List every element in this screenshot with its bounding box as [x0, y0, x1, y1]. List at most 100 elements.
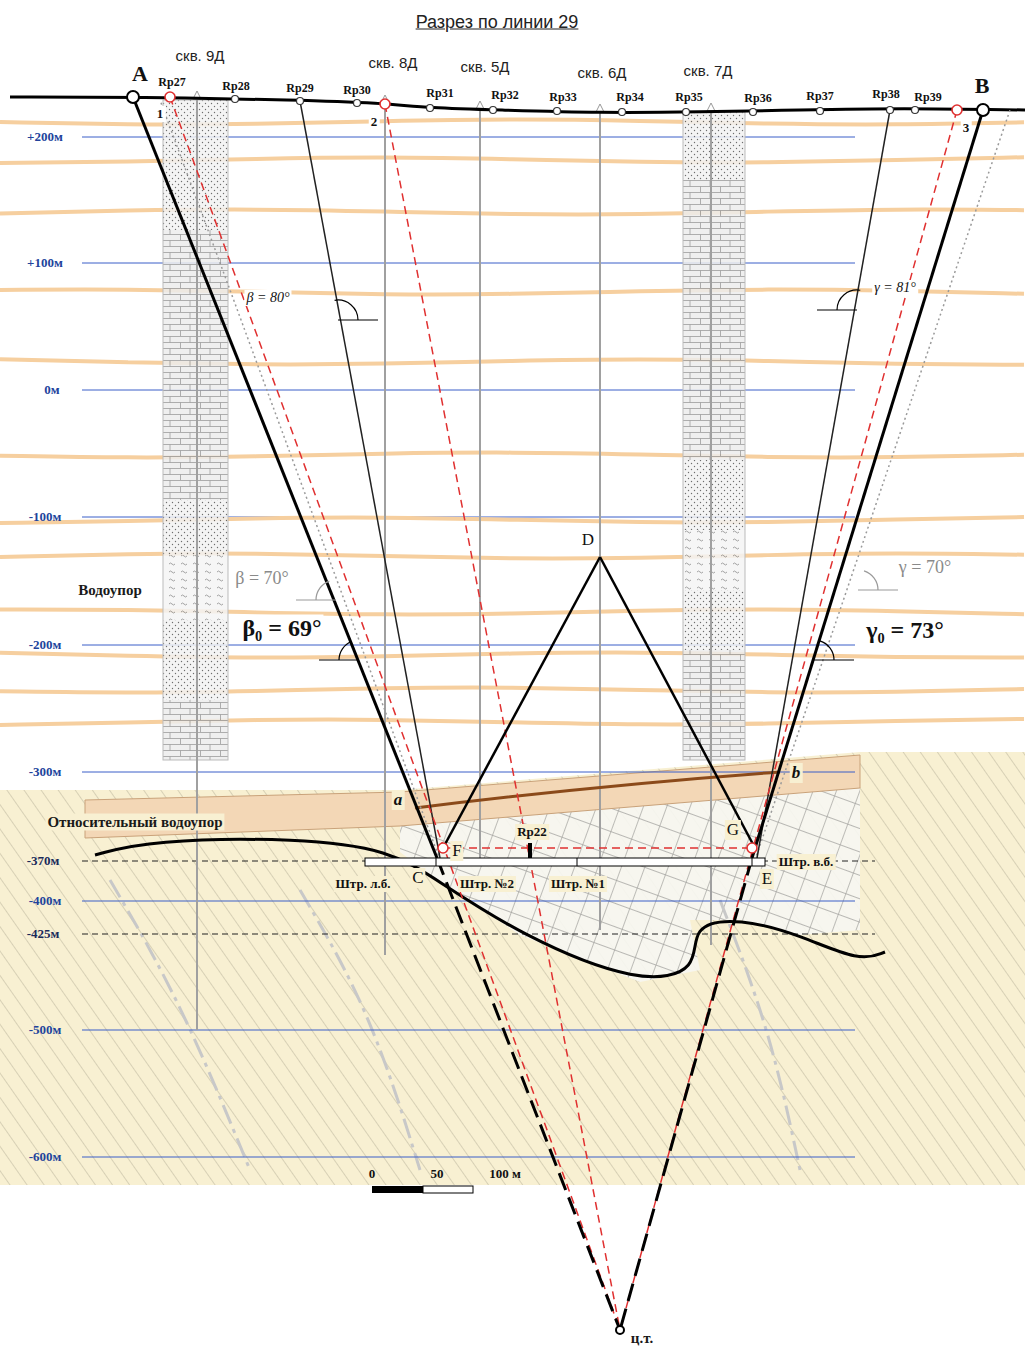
well-mark	[596, 104, 604, 112]
angle-arc	[339, 641, 352, 660]
boundary-extension	[437, 858, 620, 1330]
benchmark-label: Rp31	[424, 86, 455, 101]
benchmark	[427, 105, 434, 112]
point-letter: A	[130, 61, 150, 87]
angle-label: β = 70°	[233, 568, 291, 589]
benchmark	[817, 108, 824, 115]
collapse-triangle	[600, 557, 755, 848]
scale-label: 100 м	[487, 1166, 523, 1182]
point-letter: E	[760, 869, 774, 889]
well-column	[683, 112, 745, 760]
well-label: скв. 8Д	[367, 54, 420, 71]
benchmark-label: Rp35	[673, 90, 704, 105]
drift-label: Штр. №1	[549, 876, 607, 892]
benchmark-label: Rp34	[614, 90, 645, 105]
callout-number: 2	[369, 114, 380, 130]
dashed-ray	[443, 847, 752, 849]
point-letter: b	[790, 763, 803, 783]
benchmark	[750, 109, 757, 116]
key-point	[747, 843, 757, 853]
fold-axis	[720, 900, 800, 1170]
angle-arc	[837, 290, 860, 310]
drift-divider	[577, 858, 578, 866]
elevation-line	[82, 1157, 855, 1158]
angle-arc	[316, 581, 329, 600]
angle-label: γ = 81°	[872, 280, 918, 296]
benchmark-label: Rp29	[284, 81, 315, 96]
angle-arc	[820, 641, 834, 660]
key-point	[165, 92, 175, 102]
benchmark	[619, 109, 626, 116]
collapse-triangle	[443, 557, 600, 848]
point-letter: a	[392, 790, 405, 810]
benchmark-label: Rp39	[912, 90, 943, 105]
stratum-boundary	[0, 359, 1024, 364]
stratum-boundary	[0, 210, 1024, 215]
drift-label: Штр. №2	[458, 876, 516, 892]
benchmark	[912, 107, 919, 114]
layer-name: Относительный водоупор	[45, 814, 224, 831]
benchmark-tick	[528, 843, 532, 858]
point-letter: D	[580, 530, 596, 550]
end-point	[977, 104, 989, 116]
well-label: скв. 9Д	[174, 47, 227, 64]
elevation-label: -100м	[27, 509, 64, 525]
stratum-boundary	[0, 554, 1024, 559]
benchmark	[232, 96, 239, 103]
boundary-line	[752, 110, 983, 858]
stratum-boundary	[0, 610, 1024, 615]
boundary-line	[133, 97, 437, 858]
stratum-boundary	[0, 653, 1024, 658]
well-label: скв. 7Д	[682, 62, 735, 79]
elevation-label: +200м	[25, 129, 65, 145]
section-title: Разрез по линии 29	[414, 12, 581, 33]
boundary-extension	[620, 858, 752, 1330]
boundary-angle-line	[755, 110, 1010, 860]
benchmark-label: Rp36	[742, 91, 773, 106]
well-label: скв. 6Д	[576, 64, 629, 81]
fold-axis	[110, 880, 250, 1170]
end-point	[127, 91, 139, 103]
drift-label: Штр. л.б.	[334, 876, 393, 892]
angle-label: β = 80°	[244, 290, 291, 306]
elevation-line	[82, 934, 875, 935]
bedrock-zone	[0, 752, 1025, 1185]
elevation-label: 0м	[42, 382, 61, 398]
layer-name: Водоупор	[76, 582, 144, 599]
angle-label: γ = 70°	[897, 557, 953, 578]
drift	[365, 858, 765, 866]
benchmark	[354, 100, 361, 107]
scale-label: 0	[367, 1166, 378, 1182]
borehole	[196, 100, 198, 1030]
benchmark	[490, 107, 497, 114]
benchmark-label: Rp38	[870, 87, 901, 102]
displacement-line	[300, 101, 440, 858]
elevation-label: +100м	[25, 255, 65, 271]
callout-number: 1	[155, 106, 166, 122]
elevation-label: -300м	[27, 764, 64, 780]
point-letter: G	[725, 820, 741, 840]
stratum-boundary	[0, 157, 1024, 163]
stratum-boundary	[0, 688, 1024, 693]
drift-divider	[436, 858, 437, 866]
stratum-boundary	[0, 453, 1024, 458]
borehole	[599, 113, 601, 930]
drift-label: Штр. в.б.	[777, 854, 836, 870]
elevation-label: -200м	[27, 637, 64, 653]
benchmark	[683, 109, 690, 116]
callout-number: 3	[961, 120, 972, 136]
benchmark-label: Rp32	[489, 88, 520, 103]
key-point	[952, 105, 962, 115]
boundary-angle-line	[160, 100, 440, 860]
key-point	[380, 99, 390, 109]
scale-bar	[372, 1186, 423, 1193]
point-letter: F	[450, 841, 463, 861]
scale-label: 50	[429, 1166, 446, 1182]
point-label: ц.т.	[629, 1330, 655, 1347]
stratum-boundary	[0, 517, 1024, 523]
angle-arc	[335, 300, 358, 320]
dashed-ray	[170, 97, 620, 1330]
angle-arc	[864, 571, 878, 590]
well-mark	[707, 103, 715, 111]
